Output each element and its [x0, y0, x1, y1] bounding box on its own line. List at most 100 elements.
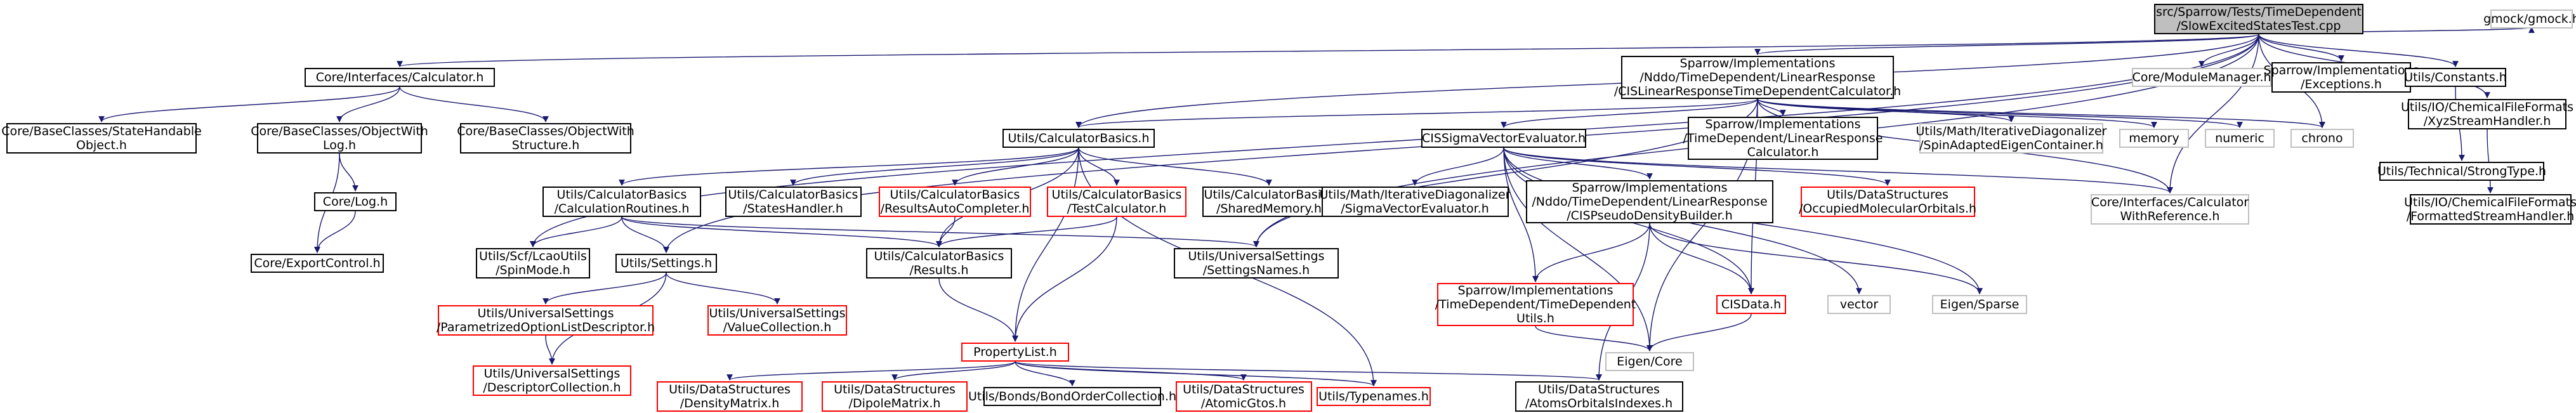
- node-typenames[interactable]: Utils/Typenames.h: [1317, 387, 1431, 406]
- node-constants[interactable]: Utils/Constants.h: [2404, 68, 2507, 87]
- edge-xyz-to-formatted: [2487, 129, 2494, 193]
- edge-calcroutines-to-results: [621, 216, 942, 247]
- edge-calc-to-objwithlog: [336, 86, 400, 122]
- edge-proplist-to-dipole: [891, 361, 1016, 381]
- node-root[interactable]: src/Sparrow/Tests/TimeDependent /SlowExc…: [2154, 4, 2363, 34]
- node-calcroutines[interactable]: Utils/CalculatorBasics /CalculationRouti…: [542, 187, 701, 217]
- edge-tdlr-to-memory: [1757, 98, 2157, 128]
- node-sigmaeval[interactable]: Utils/Math/IterativeDiagonalizer /SigmaV…: [1320, 187, 1510, 217]
- node-objwithstruct[interactable]: Core/BaseClasses/ObjectWith Structure.h: [457, 123, 634, 154]
- node-memory[interactable]: memory: [2119, 129, 2189, 148]
- edge-root-to-tdlr: [1754, 34, 2259, 55]
- node-calcbasics[interactable]: Utils/CalculatorBasics.h: [1002, 129, 1155, 148]
- node-iterdiag[interactable]: Utils/Math/IterativeDiagonalizer /SpinAd…: [1916, 123, 2106, 154]
- edge-root-to-calc: [397, 34, 2259, 67]
- edge-results-to-proplist: [938, 278, 1018, 342]
- node-exceptions[interactable]: Sparrow/Implementations /Exceptions.h: [2264, 62, 2419, 93]
- node-label: Core/BaseClasses/ObjectWith Log.h: [251, 124, 428, 152]
- node-sharedmem[interactable]: Utils/CalculatorBasics /SharedMemory.h: [1202, 187, 1336, 217]
- node-xyz[interactable]: Utils/IO/ChemicalFileFormats /XyzStreamH…: [2401, 99, 2573, 129]
- node-spinmode[interactable]: Utils/Scf/LcaoUtils /SpinMode.h: [476, 248, 590, 279]
- node-label: Utils/CalculatorBasics /Results.h: [874, 249, 1004, 277]
- node-modulemgr[interactable]: Core/ModuleManager.h: [2132, 68, 2271, 87]
- node-label: Utils/IO/ChemicalFileFormats /FormattedS…: [2404, 195, 2576, 223]
- node-densmat[interactable]: Utils/DataStructures /DensityMatrix.h: [657, 381, 803, 412]
- node-label: Core/ExportControl.h: [254, 256, 381, 270]
- edge-calcbasics-to-sharedmem: [1078, 147, 1272, 186]
- node-label: Utils/CalculatorBasics /CalculationRouti…: [554, 188, 690, 216]
- edge-tdlr-to-calcbasics: [1075, 98, 1758, 128]
- node-exportctrl[interactable]: Core/ExportControl.h: [251, 254, 384, 273]
- node-statehandle[interactable]: Core/BaseClasses/StateHandable Object.h: [1, 123, 202, 154]
- node-pseudo[interactable]: Sparrow/Implementations /Nddo/TimeDepend…: [1526, 180, 1773, 223]
- node-calc[interactable]: Core/Interfaces/Calculator.h: [305, 68, 495, 87]
- node-vector[interactable]: vector: [1827, 295, 1891, 314]
- edge-root-to-constants: [2258, 34, 2459, 67]
- node-label: Core/Interfaces/Calculator.h: [315, 70, 484, 84]
- node-stronglytype[interactable]: Utils/Technical/StrongType.h: [2377, 162, 2547, 181]
- node-tdlr[interactable]: Sparrow/Implementations /Nddo/TimeDepend…: [1614, 56, 1901, 99]
- node-stateshandler[interactable]: Utils/CalculatorBasics /StatesHandler.h: [725, 187, 862, 217]
- node-tdutils[interactable]: Sparrow/Implementations /TimeDependent/T…: [1435, 283, 1636, 326]
- edge-calcroutines-to-settingsnames: [621, 216, 1259, 247]
- node-gmock[interactable]: gmock/gmock.h: [2483, 10, 2576, 29]
- node-testcalc[interactable]: Utils/CalculatorBasics /TestCalculator.h: [1047, 187, 1186, 217]
- node-label: CISData.h: [1721, 298, 1782, 311]
- node-eigensparse[interactable]: Eigen/Sparse: [1932, 295, 2027, 314]
- edge-cisevaluator-to-tdutils: [1503, 147, 1539, 282]
- edge-root-to-exceptions: [2258, 34, 2344, 62]
- node-label: Utils/Typenames.h: [1318, 390, 1429, 403]
- node-cisdata[interactable]: CISData.h: [1716, 295, 1786, 314]
- node-atomicgtos[interactable]: Utils/DataStructures /AtomicGtos.h: [1175, 381, 1312, 412]
- node-calcwithref[interactable]: Core/Interfaces/Calculator WithReference…: [2091, 194, 2249, 225]
- edge-calc-to-objwithstruct: [399, 86, 549, 122]
- node-occmo[interactable]: Utils/DataStructures /OccupiedMolecularO…: [1799, 187, 1976, 217]
- edge-calcbasics-to-proplist: [1012, 147, 1079, 342]
- edge-root-to-modulemgr: [2198, 34, 2259, 67]
- node-numeric[interactable]: numeric: [2205, 129, 2275, 148]
- edge-settings-to-valuecoll: [666, 272, 780, 305]
- edge-tdlr-to-numeric: [1757, 98, 2243, 128]
- node-label: Utils/DataStructures /DensityMatrix.h: [669, 383, 791, 410]
- edge-calcbasics-to-stateshandler: [790, 147, 1079, 186]
- edge-pseudo-to-cisdata: [1649, 223, 1754, 294]
- edge-pseudo-to-tdutils: [1532, 223, 1650, 282]
- node-settingsnames[interactable]: Utils/UniversalSettings /SettingsNames.h: [1174, 248, 1339, 279]
- node-proplist[interactable]: PropertyList.h: [961, 343, 1069, 362]
- node-label: src/Sparrow/Tests/TimeDependent /SlowExc…: [2156, 5, 2362, 33]
- edge-testcalc-to-results: [936, 216, 1117, 247]
- node-settings[interactable]: Utils/Settings.h: [615, 254, 717, 273]
- node-objwithlog[interactable]: Core/BaseClasses/ObjectWith Log.h: [251, 123, 428, 154]
- node-resautocomp[interactable]: Utils/CalculatorBasics /ResultsAutoCompl…: [879, 187, 1031, 217]
- edge-cisevaluator-to-sigmaeval: [1412, 147, 1504, 186]
- node-valuecoll[interactable]: Utils/UniversalSettings /ValueCollection…: [707, 305, 847, 336]
- edge-calcbasics-to-resautocomp: [952, 147, 1079, 186]
- node-label: CISSigmaVectorEvaluator.h: [1421, 131, 1586, 145]
- node-results[interactable]: Utils/CalculatorBasics /Results.h: [866, 248, 1012, 279]
- node-label: Core/BaseClasses/StateHandable Object.h: [1, 124, 202, 152]
- node-label: Utils/Math/IterativeDiagonalizer /SpinAd…: [1916, 124, 2107, 152]
- node-bondorder[interactable]: Utils/Bonds/BondOrderCollection.h: [968, 387, 1176, 406]
- edge-tdlr-to-chrono: [1757, 98, 2325, 128]
- node-label: vector: [1839, 298, 1879, 311]
- node-chrono[interactable]: chrono: [2290, 129, 2354, 148]
- node-label: memory: [2129, 131, 2179, 145]
- node-label: Utils/Technical/StrongType.h: [2377, 164, 2547, 178]
- node-label: Sparrow/Implementations /Nddo/TimeDepend…: [1532, 181, 1768, 223]
- node-tdlrcalc[interactable]: Sparrow/Implementations /TimeDependent/L…: [1683, 117, 1883, 160]
- node-formatted[interactable]: Utils/IO/ChemicalFileFormats /FormattedS…: [2404, 194, 2576, 225]
- edge-calcroutines-to-settings: [621, 216, 669, 253]
- edge-calcbasics-to-calcroutines: [619, 147, 1079, 186]
- node-corelog[interactable]: Core/Log.h: [314, 192, 397, 211]
- node-eigencore[interactable]: Eigen/Core: [1605, 352, 1694, 371]
- edge-proplist-to-densmat: [726, 361, 1016, 381]
- edge-proplist-to-bondorder: [1015, 361, 1075, 386]
- node-desccoll[interactable]: Utils/UniversalSettings /DescriptorColle…: [473, 365, 631, 396]
- node-label: Core/Log.h: [322, 195, 388, 209]
- node-atomorbidx[interactable]: Utils/DataStructures /AtomsOrbitalsIndex…: [1515, 381, 1683, 412]
- node-paramoptdesc[interactable]: Utils/UniversalSettings /ParametrizedOpt…: [437, 305, 655, 336]
- node-label: Utils/CalculatorBasics /SharedMemory.h: [1204, 188, 1334, 216]
- node-cisevaluator[interactable]: CISSigmaVectorEvaluator.h: [1421, 129, 1586, 148]
- node-label: Sparrow/Implementations /TimeDependent/L…: [1683, 117, 1883, 159]
- node-dipole[interactable]: Utils/DataStructures /DipoleMatrix.h: [822, 381, 968, 412]
